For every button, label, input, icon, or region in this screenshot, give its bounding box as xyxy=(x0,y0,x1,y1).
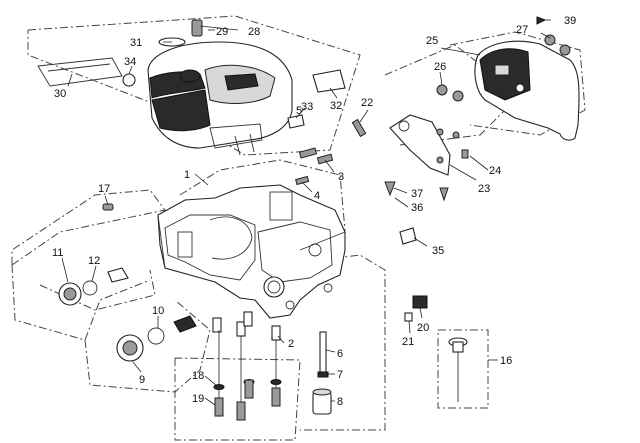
callout-9: 9 xyxy=(139,374,145,386)
ring-10 xyxy=(147,327,165,345)
callout-39: 39 xyxy=(564,15,576,27)
ring-12 xyxy=(82,280,98,296)
callout-32: 32 xyxy=(330,100,342,112)
side-cover-assembly xyxy=(436,16,580,141)
callout-3: 3 xyxy=(338,171,344,183)
callout-24: 24 xyxy=(489,165,501,177)
stud-2a xyxy=(212,317,222,333)
callout-labels: 1 2 3 4 5 6 7 8 9 10 11 12 16 17 18 19 2… xyxy=(52,15,576,408)
callout-12: 12 xyxy=(88,255,100,267)
callout-26: 26 xyxy=(434,61,446,73)
callout-18: 18 xyxy=(192,370,204,382)
callout-21: 21 xyxy=(402,336,414,348)
studs-and-screws xyxy=(212,311,282,421)
bracket-assembly xyxy=(389,114,469,176)
ring-34 xyxy=(122,73,136,87)
callout-22: 22 xyxy=(361,97,373,109)
crankcase-housing-1 xyxy=(157,184,346,319)
nut-26b xyxy=(452,90,464,102)
callout-35: 35 xyxy=(432,245,444,257)
callout-31: 31 xyxy=(130,37,142,49)
callout-36: 36 xyxy=(411,202,423,214)
callout-1: 1 xyxy=(184,169,190,181)
bracket-23 xyxy=(389,114,451,176)
callout-4: 4 xyxy=(314,190,320,202)
decal-30 xyxy=(37,57,123,87)
switch-assembly xyxy=(404,295,428,322)
screw-19c xyxy=(244,379,254,399)
callout-8: 8 xyxy=(337,396,343,408)
callout-27: 27 xyxy=(516,24,528,36)
screw-24 xyxy=(461,149,469,159)
callout-25: 25 xyxy=(426,35,438,47)
ring-7 xyxy=(317,371,329,378)
dipstick-16 xyxy=(448,337,468,402)
callout-6: 6 xyxy=(337,348,343,360)
screw-4 xyxy=(295,175,310,186)
label-32 xyxy=(312,69,346,93)
callout-34: 34 xyxy=(124,56,136,68)
screw-19d xyxy=(271,387,281,407)
top-cover-assembly xyxy=(37,19,346,156)
callout-7: 7 xyxy=(337,369,343,381)
screw-39 xyxy=(536,16,547,25)
part-12b xyxy=(107,267,129,283)
callout-11: 11 xyxy=(52,247,63,259)
screw-3 xyxy=(316,153,334,165)
switch-20 xyxy=(412,295,428,309)
stud-2c xyxy=(243,311,253,327)
callout-28: 28 xyxy=(248,26,260,38)
screw-19b xyxy=(236,401,246,421)
callout-37: 37 xyxy=(411,188,423,200)
callout-30: 30 xyxy=(54,88,66,100)
nut-26a xyxy=(436,84,448,96)
callout-23: 23 xyxy=(478,183,490,195)
stud-2d xyxy=(271,325,281,341)
callout-17: 17 xyxy=(98,183,110,195)
callout-5: 5 xyxy=(296,105,302,117)
plug-assemblies xyxy=(58,267,197,362)
callout-10: 10 xyxy=(152,305,164,317)
nut-27a xyxy=(544,34,556,46)
callout-20: 20 xyxy=(417,322,429,334)
clip-36 xyxy=(439,187,449,202)
callout-33: 33 xyxy=(301,101,313,113)
callout-19: 19 xyxy=(192,393,204,405)
rod-spring-cylinder xyxy=(312,331,332,415)
clip-21 xyxy=(404,312,413,322)
callout-16: 16 xyxy=(500,355,512,367)
clip-37 xyxy=(384,181,396,197)
leader-lines xyxy=(61,19,551,406)
callout-29: 29 xyxy=(216,26,228,38)
rod-6 xyxy=(319,331,327,373)
pad-35 xyxy=(399,227,417,245)
small-parts xyxy=(295,118,449,245)
callout-2: 2 xyxy=(288,338,294,350)
screw-5 xyxy=(298,147,318,159)
screw-19a xyxy=(214,397,224,417)
nut-27b xyxy=(559,44,571,56)
screw-29 xyxy=(191,19,203,37)
bolt-22 xyxy=(351,118,367,138)
